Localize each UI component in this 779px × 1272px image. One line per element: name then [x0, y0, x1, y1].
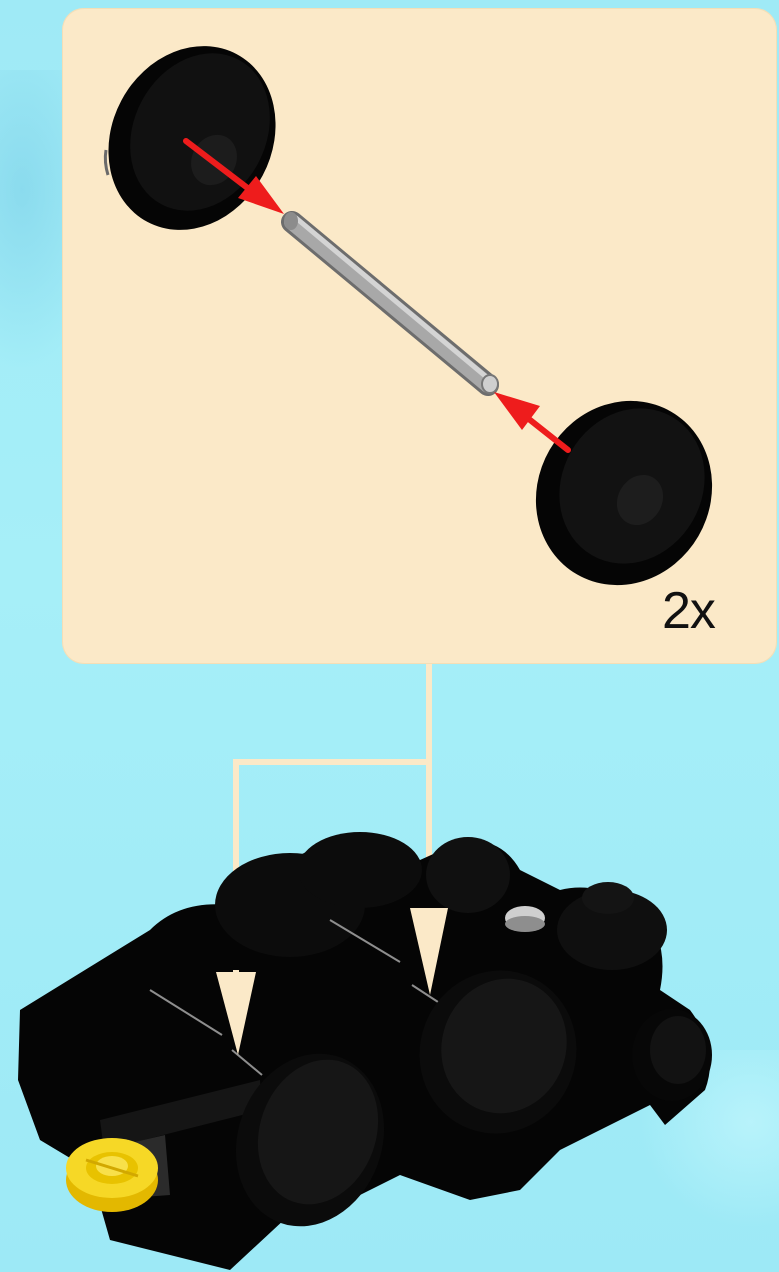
train-chassis-icon: [18, 832, 712, 1270]
wheel-icon: [77, 17, 307, 260]
insert-arrow-icon: [494, 392, 568, 450]
axle-icon: [284, 212, 498, 393]
quantity-label: 2x: [662, 585, 715, 637]
